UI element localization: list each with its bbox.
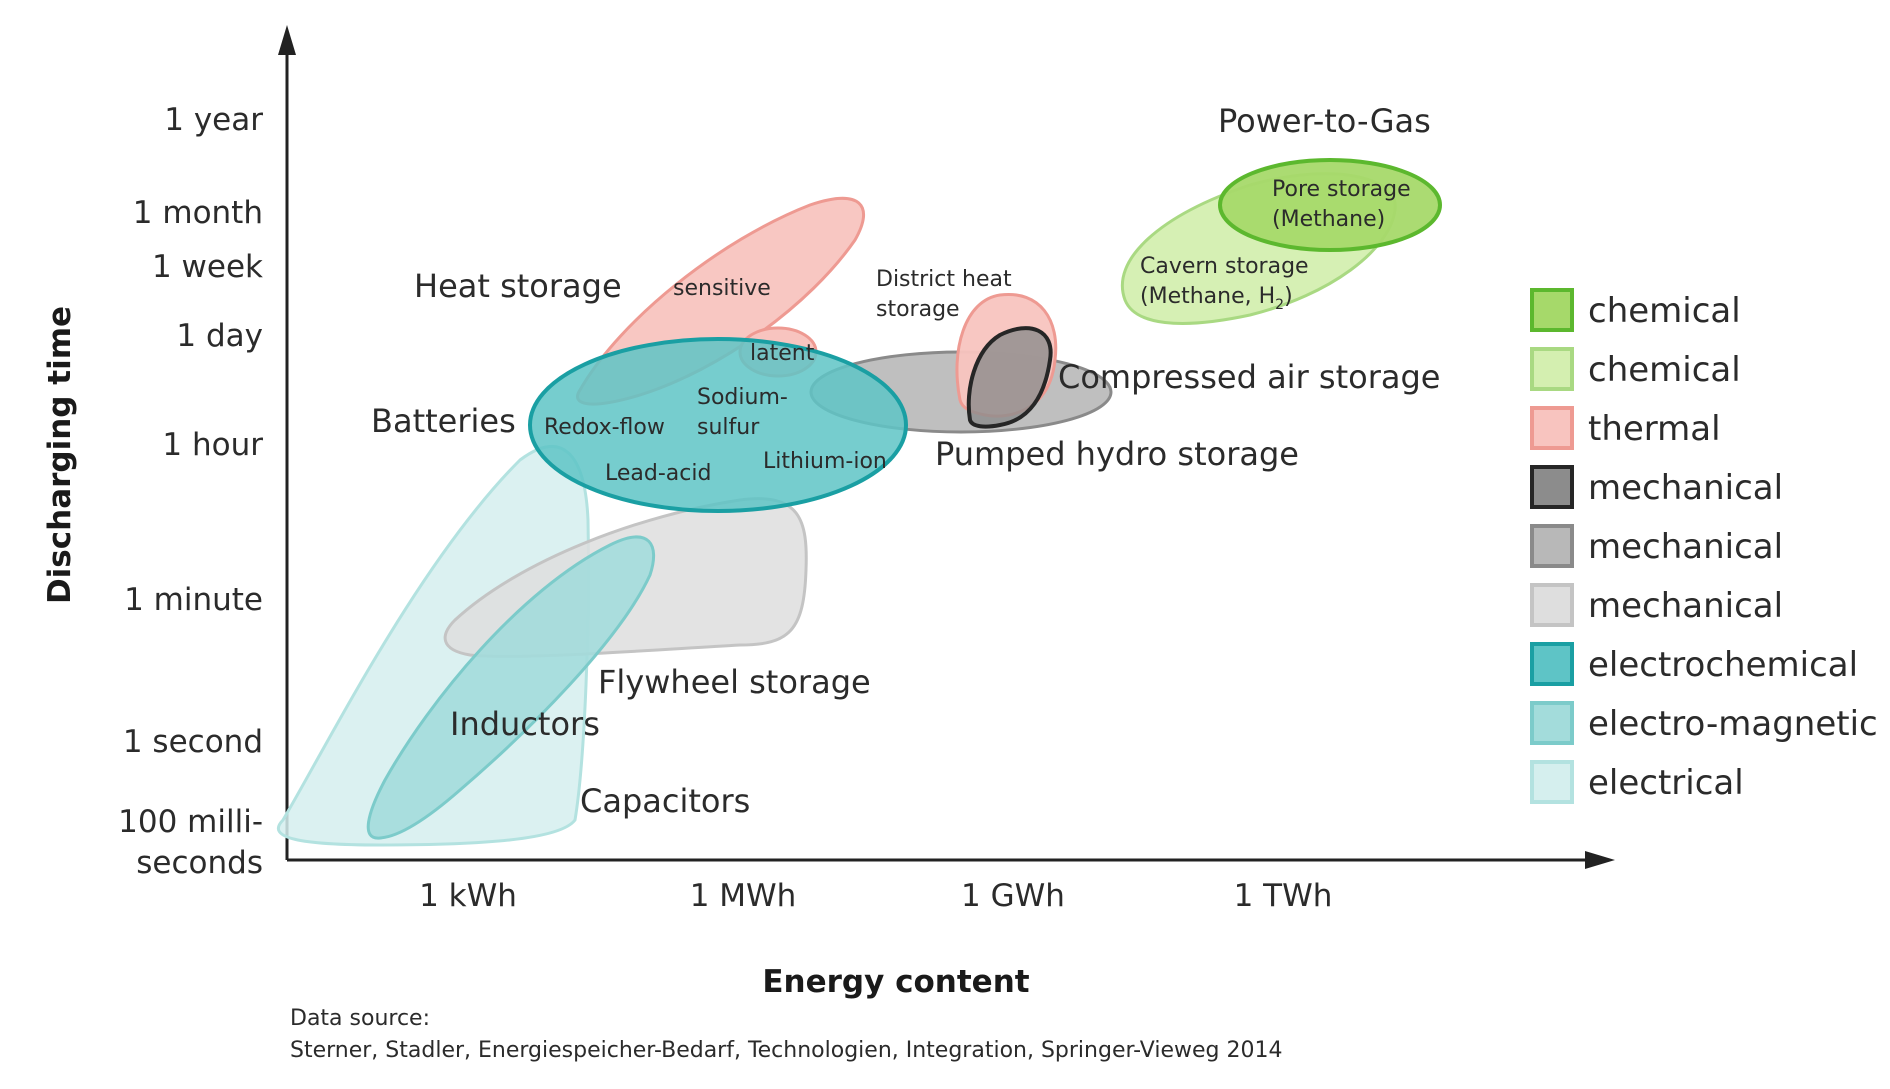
cavern-storage-label-2: (Methane, H2) xyxy=(1140,284,1293,313)
sodium-sulfur-label-2: sulfur xyxy=(697,415,760,440)
axes xyxy=(285,50,1590,862)
pumped-hydro-label: Pumped hydro storage xyxy=(935,435,1299,473)
sensitive-label: sensitive xyxy=(673,276,771,301)
x-tick-1-gwh: 1 GWh xyxy=(961,878,1065,914)
legend-label-mechanical-mid: mechanical xyxy=(1588,527,1783,567)
y-tick-1-day: 1 day xyxy=(176,318,263,354)
y-tick-1-year: 1 year xyxy=(164,102,263,138)
legend-swatch-thermal xyxy=(1530,406,1574,450)
pore-storage-label-2: (Methane) xyxy=(1272,207,1385,232)
heat-storage-label: Heat storage xyxy=(414,267,622,305)
source-citation: Sterner, Stadler, Energiespeicher-Bedarf… xyxy=(290,1038,1282,1063)
latent-label: latent xyxy=(750,341,815,366)
legend-label-thermal: thermal xyxy=(1588,409,1721,449)
x-axis-arrow xyxy=(1585,851,1615,869)
legend-swatch-mechanical-light xyxy=(1530,583,1574,627)
y-tick-1-week: 1 week xyxy=(152,249,263,285)
x-tick-1-kwh: 1 kWh xyxy=(419,878,517,914)
lithium-ion-label: Lithium-ion xyxy=(763,449,887,474)
y-tick-1-month: 1 month xyxy=(133,195,263,231)
y-tick-100-milli: 100 milli- xyxy=(118,804,263,840)
legend-label-electrochemical: electrochemical xyxy=(1588,645,1858,685)
legend-swatch-mechanical-dark xyxy=(1530,465,1574,509)
flywheel-label: Flywheel storage xyxy=(598,663,871,701)
legend-label-chemical-dark: chemical xyxy=(1588,291,1741,331)
pore-storage-region xyxy=(1218,158,1442,252)
y-tick-1-minute: 1 minute xyxy=(124,582,263,618)
y-tick-seconds: seconds xyxy=(136,845,263,881)
y-tick-1-second: 1 second xyxy=(123,724,263,760)
legend-swatch-chemical-light xyxy=(1530,347,1574,391)
capacitors-label: Capacitors xyxy=(580,782,750,820)
district-heat-label-2: storage xyxy=(876,297,960,322)
sodium-sulfur-label: Sodium- xyxy=(697,385,788,410)
legend-swatch-electrical xyxy=(1530,760,1574,804)
batteries-region xyxy=(528,337,908,513)
legend-label-mechanical-dark: mechanical xyxy=(1588,468,1783,508)
legend-swatch-mechanical-mid xyxy=(1530,524,1574,568)
redox-flow-label: Redox-flow xyxy=(544,415,665,440)
cavern-storage-label: Cavern storage xyxy=(1140,254,1309,279)
legend-label-electrical: electrical xyxy=(1588,763,1744,803)
legend-label-mechanical-light: mechanical xyxy=(1588,586,1783,626)
y-tick-1-hour: 1 hour xyxy=(162,427,263,463)
legend-swatch-electro-magnetic xyxy=(1530,701,1574,745)
source-label: Data source: xyxy=(290,1006,430,1031)
district-heat-label: District heat xyxy=(876,267,1012,292)
inductors-region xyxy=(366,535,656,840)
legend-swatch-electrochemical xyxy=(1530,642,1574,686)
x-tick-1-twh: 1 TWh xyxy=(1234,878,1333,914)
power-to-gas-label: Power-to-Gas xyxy=(1218,102,1431,140)
y-axis-title: Discharging time xyxy=(42,306,78,604)
compressed-air-label: Compressed air storage xyxy=(1058,358,1440,396)
lead-acid-label: Lead-acid xyxy=(605,461,711,486)
inductors-label: Inductors xyxy=(450,705,600,743)
pore-storage-label: Pore storage xyxy=(1272,177,1411,202)
batteries-label: Batteries xyxy=(371,402,516,440)
legend: chemical chemical thermal mechanical mec… xyxy=(1530,288,1878,804)
pumped-hydro-region xyxy=(966,326,1053,429)
legend-swatch-chemical-dark xyxy=(1530,288,1574,332)
x-tick-1-mwh: 1 MWh xyxy=(690,878,797,914)
legend-label-chemical-light: chemical xyxy=(1588,350,1741,390)
y-axis-arrow xyxy=(278,25,296,55)
legend-label-electro-magnetic: electro-magnetic xyxy=(1588,704,1878,744)
x-axis-title: Energy content xyxy=(762,964,1029,1000)
